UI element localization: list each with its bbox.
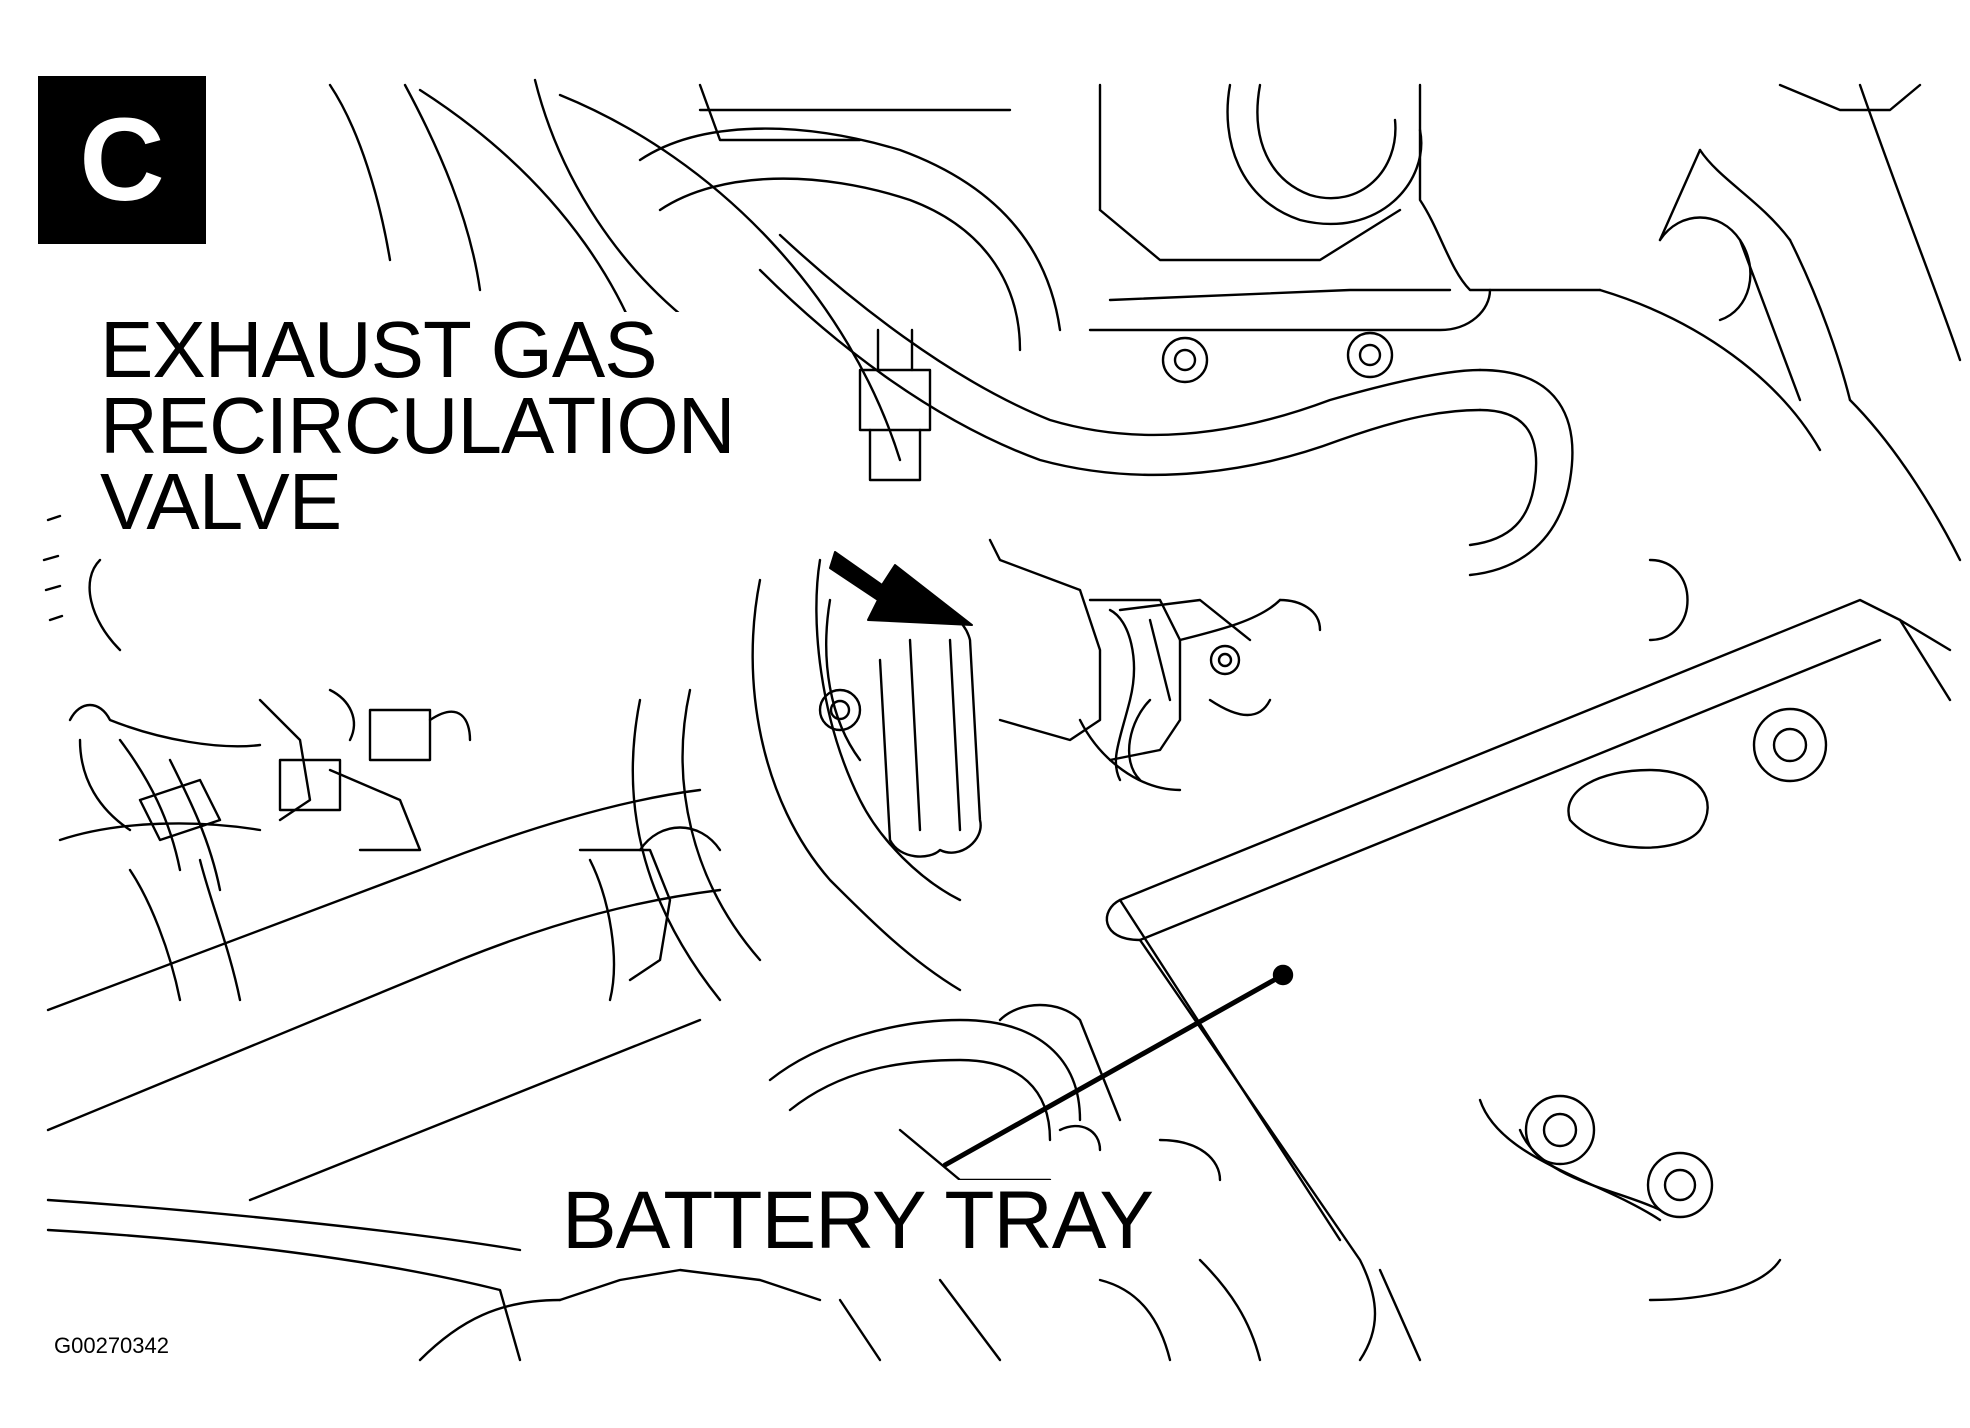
egr-valve-label: EXHAUST GAS RECIRCULATION VALVE (100, 310, 735, 542)
egr-label-line-3: VALVE (100, 462, 735, 542)
egr-label-line-2: RECIRCULATION (100, 381, 735, 470)
egr-label-line-1: EXHAUST GAS (100, 310, 735, 390)
figure-id: G00270342 (54, 1333, 169, 1358)
battery-tray-label: BATTERY TRAY (562, 1175, 1154, 1266)
view-letter-badge: C (38, 76, 206, 244)
